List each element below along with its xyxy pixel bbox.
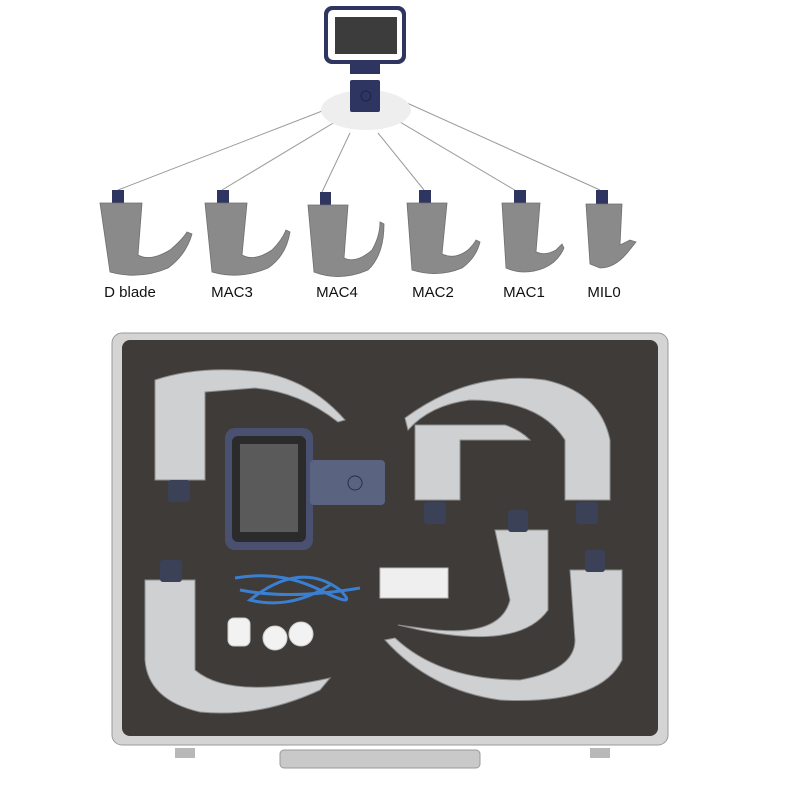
diagram-illustration [99,6,637,277]
carrying-case [0,325,800,800]
case-illustration [111,332,669,769]
blade-labels: D blade MAC3 MAC4 MAC2 MAC1 MIL0 [0,284,800,314]
label-mac4: MAC4 [316,284,358,301]
label-mac1: MAC1 [503,284,545,301]
blade-diagram [0,0,800,320]
label-mil0: MIL0 [587,284,621,301]
label-mac2: MAC2 [412,284,454,301]
charger-icon [379,567,449,599]
case-monitor-icon [225,428,385,550]
label-d-blade: D blade [104,284,156,301]
monitor-icon [324,6,406,112]
usb-cable-icon [234,574,361,605]
label-mac3: MAC3 [211,284,253,301]
